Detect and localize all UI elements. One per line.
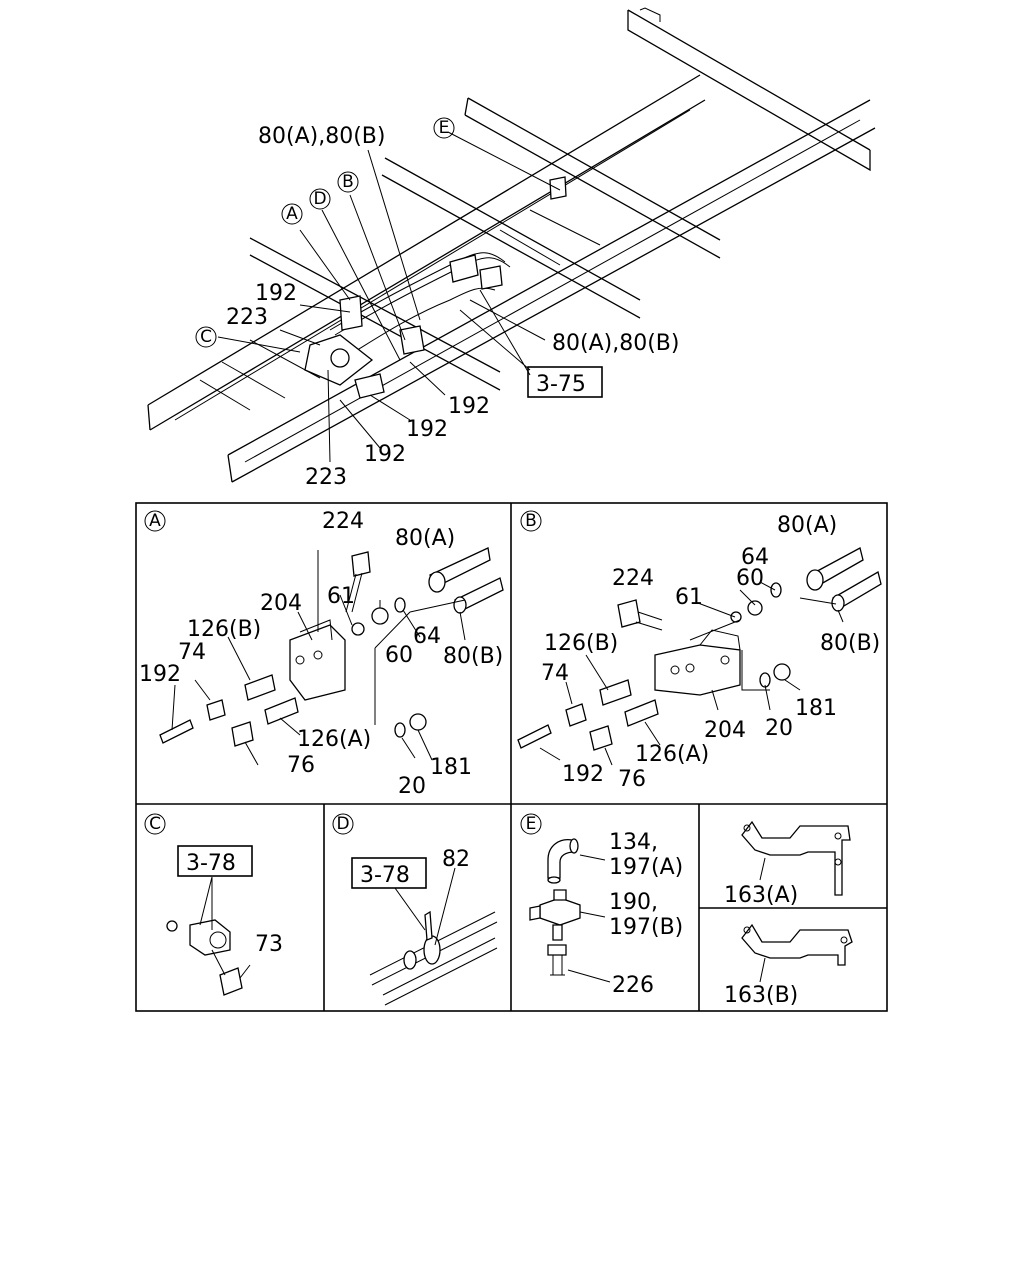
panel-c-marker-circle — [144, 813, 166, 835]
callout-80-right: 80(A),80(B) — [552, 331, 679, 356]
panel-a-marker: A — [149, 511, 161, 531]
view-marker-b: B — [342, 172, 354, 192]
panel-b-126b: 126(B) — [544, 631, 618, 656]
view-marker-c-circle — [195, 326, 217, 348]
panel-b-224: 224 — [612, 566, 654, 591]
panel-b-20: 20 — [765, 716, 793, 741]
panel-b-204: 204 — [704, 718, 746, 743]
panel-e-marker: E — [526, 814, 537, 834]
panel-e-163b: 163(B) — [724, 983, 798, 1008]
panel-e-marker-circle — [520, 813, 542, 835]
panel-a-76: 76 — [287, 753, 315, 778]
panel-b-parts — [517, 547, 882, 766]
view-marker-c: C — [200, 327, 212, 347]
ref-box-3-75: 3-75 — [536, 372, 586, 397]
overview-192-c: 192 — [406, 417, 448, 442]
panel-c-marker: C — [149, 814, 161, 834]
panel-a-204: 204 — [260, 591, 302, 616]
panel-b-80a: 80(A) — [777, 513, 837, 538]
panel-b-64: 64 — [741, 545, 769, 570]
panel-a-80a: 80(A) — [395, 526, 455, 551]
panel-b-181: 181 — [795, 696, 837, 721]
view-marker-d-circle — [309, 188, 331, 210]
panel-a-181: 181 — [430, 755, 472, 780]
overview-223-b: 223 — [305, 465, 347, 490]
panel-d-ref-box-frame — [351, 857, 427, 889]
panel-d-82: 82 — [442, 847, 470, 872]
panel-e-parts — [529, 820, 853, 983]
ref-box-3-75-frame — [527, 366, 603, 398]
panel-a-80b: 80(B) — [443, 644, 503, 669]
panel-b-74: 74 — [541, 661, 569, 686]
panel-c-73: 73 — [255, 932, 283, 957]
panel-a-20: 20 — [398, 774, 426, 799]
panel-a-192: 192 — [139, 662, 181, 687]
panel-b-marker-circle — [520, 510, 542, 532]
view-marker-a-circle — [281, 203, 303, 225]
panel-b-61: 61 — [675, 585, 703, 610]
view-marker-d: D — [313, 189, 326, 209]
panel-e-226: 226 — [612, 973, 654, 998]
panel-e-190: 190, — [609, 890, 658, 915]
panel-a-parts — [159, 547, 504, 766]
panel-a-64: 64 — [413, 624, 441, 649]
panel-d-parts — [369, 867, 498, 1006]
panel-a-224: 224 — [322, 509, 364, 534]
overview-192-a: 192 — [255, 281, 297, 306]
panel-c-ref-box: 3-78 — [186, 851, 236, 876]
callout-80-top: 80(A),80(B) — [258, 124, 385, 149]
view-marker-a: A — [286, 204, 298, 224]
panel-a-marker-circle — [144, 510, 166, 532]
panel-b-192: 192 — [562, 762, 604, 787]
overview-192-b: 192 — [448, 394, 490, 419]
panel-b-126a: 126(A) — [635, 742, 709, 767]
panel-e-134: 134, — [609, 830, 658, 855]
panel-a-61: 61 — [327, 584, 355, 609]
panel-c-ref-box-frame — [177, 845, 253, 877]
view-marker-e-circle — [433, 117, 455, 139]
panel-a-126a: 126(A) — [297, 727, 371, 752]
view-marker-e: E — [439, 118, 450, 138]
panel-b-76: 76 — [618, 767, 646, 792]
chassis-overview — [147, 7, 876, 483]
panel-a-126b: 126(B) — [187, 617, 261, 642]
panel-d-ref-box: 3-78 — [360, 863, 410, 888]
panel-d-marker: D — [336, 814, 349, 834]
panel-b-60: 60 — [736, 566, 764, 591]
panel-e-163a: 163(A) — [724, 883, 798, 908]
overview-192-d: 192 — [364, 442, 406, 467]
detail-grid — [135, 502, 888, 1012]
panel-a-60: 60 — [385, 643, 413, 668]
view-marker-b-circle — [337, 171, 359, 193]
panel-e-197b: 197(B) — [609, 915, 683, 940]
panel-c-parts — [166, 876, 251, 996]
overview-223-a: 223 — [226, 305, 268, 330]
panel-e-197a: 197(A) — [609, 855, 683, 880]
panel-a-74: 74 — [178, 640, 206, 665]
panel-b-80b: 80(B) — [820, 631, 880, 656]
panel-b-marker: B — [525, 511, 537, 531]
panel-d-marker-circle — [332, 813, 354, 835]
